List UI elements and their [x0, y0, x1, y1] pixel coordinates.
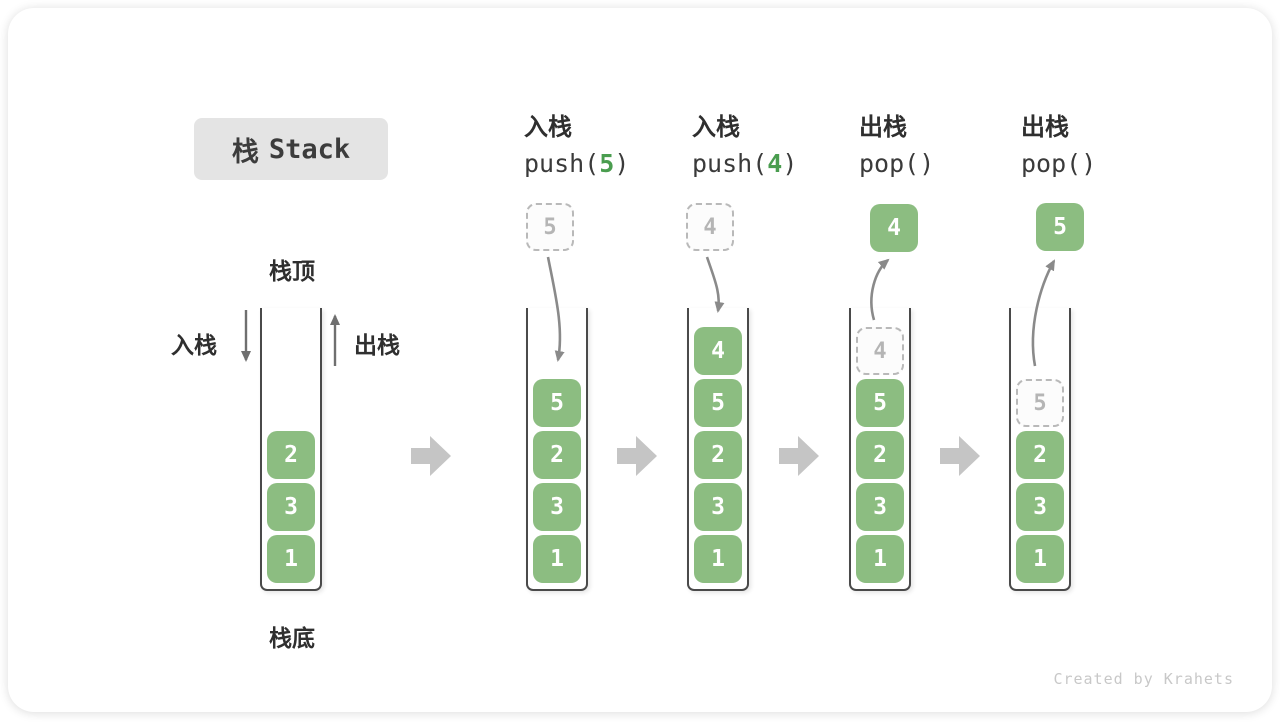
op-header-push-4: 入栈 push(4) [692, 112, 862, 184]
op-label: 入栈 [692, 114, 740, 141]
stack2-elem: 3 [533, 483, 581, 531]
code-arg: 4 [767, 149, 783, 178]
title-en: Stack [268, 133, 351, 165]
stack3-elem: 4 [694, 327, 742, 375]
stack-top-label: 栈顶 [269, 258, 315, 284]
title-badge: 栈 Stack [194, 118, 388, 180]
stack1-elem: 3 [267, 483, 315, 531]
stack1-elem: 2 [267, 431, 315, 479]
code-pre: push( [524, 149, 600, 178]
stack5-ghost-slot: 5 [1016, 379, 1064, 427]
title-zh: 栈 [231, 136, 259, 167]
op-header-pop-2: 出栈 pop() [1021, 112, 1191, 184]
stack4-elem: 5 [856, 379, 904, 427]
stack4-elem: 1 [856, 535, 904, 583]
code-post: ) [782, 149, 798, 178]
code-pre: pop( [859, 149, 920, 178]
stack5-elem: 3 [1016, 483, 1064, 531]
stack2-elem: 2 [533, 431, 581, 479]
transition-arrow-3 [779, 436, 819, 476]
code-pre: push( [692, 149, 768, 178]
op-code: pop() [1021, 144, 1191, 184]
op-code: push(5) [524, 144, 694, 184]
push-side-label: 入栈 [171, 332, 217, 358]
stack4-popped-elem: 4 [870, 204, 918, 252]
stack5-elem: 1 [1016, 535, 1064, 583]
stack2-floating-ghost: 5 [526, 203, 574, 251]
stack4-elem: 2 [856, 431, 904, 479]
stack4-ghost-slot: 4 [856, 327, 904, 375]
code-post: ) [1081, 149, 1097, 178]
transition-arrow-1 [411, 436, 451, 476]
watermark: Created by Krahets [1053, 670, 1234, 688]
stack-bottom-label: 栈底 [269, 625, 315, 651]
stack3-elem: 3 [694, 483, 742, 531]
stack3-elem: 1 [694, 535, 742, 583]
stack4-elem: 3 [856, 483, 904, 531]
code-pre: pop( [1021, 149, 1082, 178]
op-label: 出栈 [1021, 114, 1069, 141]
op-header-pop-1: 出栈 pop() [859, 112, 1029, 184]
stack5-popped-elem: 5 [1036, 203, 1084, 251]
push4-flow-arrow [705, 256, 725, 313]
stack2-elem: 1 [533, 535, 581, 583]
transition-arrow-4 [940, 436, 980, 476]
code-arg: 5 [599, 149, 615, 178]
pop-side-label: 出栈 [354, 332, 400, 358]
stack3-floating-ghost: 4 [686, 203, 734, 251]
op-code: pop() [859, 144, 1029, 184]
code-post: ) [614, 149, 630, 178]
op-code: push(4) [692, 144, 862, 184]
stack1-elem: 1 [267, 535, 315, 583]
stack5-elem: 2 [1016, 431, 1064, 479]
diagram-card: 栈 Stack 入栈 push(5) 入栈 push(4) 出栈 pop() 出… [8, 8, 1272, 712]
stack3-elem: 2 [694, 431, 742, 479]
op-label: 出栈 [859, 114, 907, 141]
code-post: ) [919, 149, 935, 178]
transition-arrow-2 [617, 436, 657, 476]
op-label: 入栈 [524, 114, 572, 141]
op-header-push-5: 入栈 push(5) [524, 112, 694, 184]
stack3-elem: 5 [694, 379, 742, 427]
stack2-elem: 5 [533, 379, 581, 427]
